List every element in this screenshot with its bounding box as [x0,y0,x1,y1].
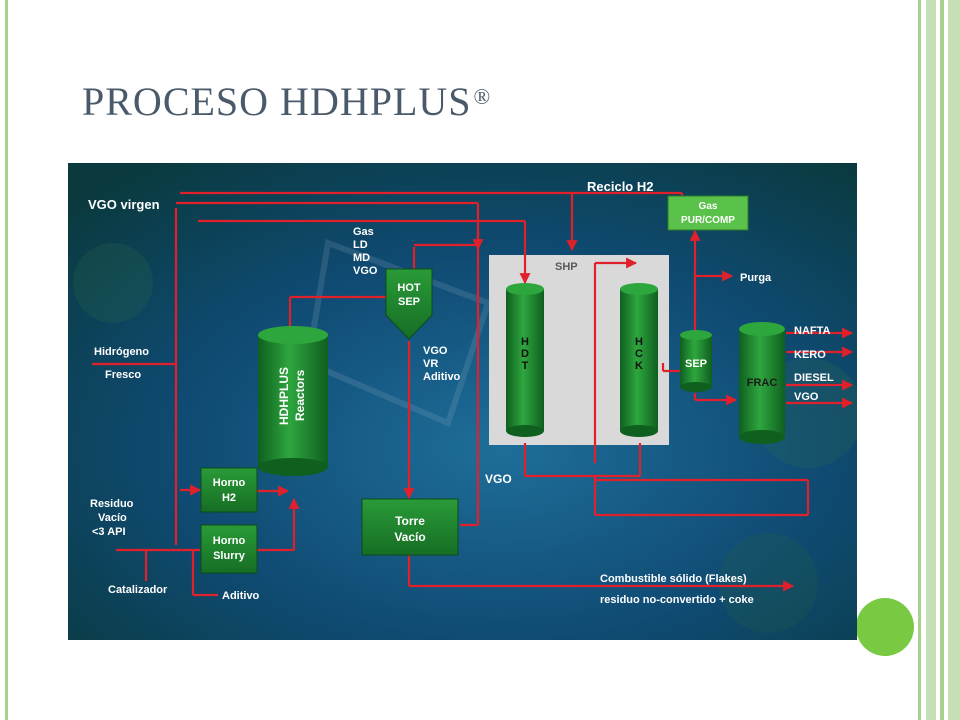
residuo-no-convertido-label: residuo no-convertido + coke [600,594,754,606]
decorative-green-circle [856,598,914,656]
shp-label: SHP [555,261,578,273]
gas-pur-label-1: Gas [699,201,718,212]
aditivo-label: Aditivo [222,590,260,602]
fresco-label: Fresco [105,369,141,381]
right-frame-stripes [918,0,960,720]
left-frame-border [0,0,8,720]
vgo-virgen-label: VGO virgen [88,197,160,212]
horno-h2-label-1: Horno [213,477,246,489]
diagram-background [68,163,857,640]
combustible-label: Combustible sólido (Flakes) [600,573,747,585]
diesel-label: DIESEL [794,372,834,384]
horno-h2-furnace: Horno H2 [200,467,258,513]
vr-label: VR [423,358,438,370]
residuo-label: Residuo [90,498,134,510]
slide-title-text: PROCESO HDHPLUS [82,79,472,124]
torre-vacio-column: Torre Vacío [361,498,459,556]
horno-slurry-furnace: Horno Slurry [200,524,258,574]
gas-label: Gas [353,226,374,238]
horno-h2-label-2: H2 [222,492,236,504]
hidrogeno-label: Hidrógeno [94,346,149,358]
torre-label-2: Vacío [394,530,425,544]
ld-label: LD [353,239,368,251]
vgo-top-label: VGO [353,265,378,277]
aditivo-mid-label: Aditivo [423,371,461,383]
hot-sep-label-2: SEP [398,296,420,308]
registered-mark: ® [473,84,492,109]
process-flow-diagram: SHP [68,163,857,640]
horno-slurry-label-1: Horno [213,535,246,547]
hot-sep-vessel: HOT SEP [385,268,433,340]
frac-column: FRAC [739,322,785,444]
sep-vessel: SEP [680,330,712,392]
slide-title: PROCESO HDHPLUS® [82,78,491,125]
reciclo-h2-label: Reciclo H2 [587,179,653,194]
hot-sep-label-1: HOT [397,282,421,294]
vgo-mid-label: VGO [423,345,448,357]
kero-label: KERO [794,349,826,361]
vacio-label: Vacío [98,512,127,524]
api-label: <3 API [92,526,126,538]
hdhplus-reactors: HDHPLUS Reactors [258,326,328,476]
purga-label: Purga [740,272,772,284]
catalizador-label: Catalizador [108,584,168,596]
hdhplus-label-2: Reactors [293,369,307,421]
stream-labels: VGO virgen Reciclo H2 Hidrógeno Fresco R… [88,179,834,606]
nafta-label: NAFTA [794,325,831,337]
sep-label: SEP [685,358,707,370]
gas-pur-label-2: PUR/COMP [681,215,735,226]
md-label: MD [353,252,370,264]
vgo-out-label: VGO [794,391,819,403]
horno-slurry-label-2: Slurry [213,550,246,562]
torre-label-1: Torre [395,514,425,528]
vgo-bottom-label: VGO [485,472,512,486]
frac-label: FRAC [747,377,778,389]
hdhplus-label-1: HDHPLUS [277,367,291,425]
gas-pur-comp-unit: Gas PUR/COMP [667,195,749,231]
